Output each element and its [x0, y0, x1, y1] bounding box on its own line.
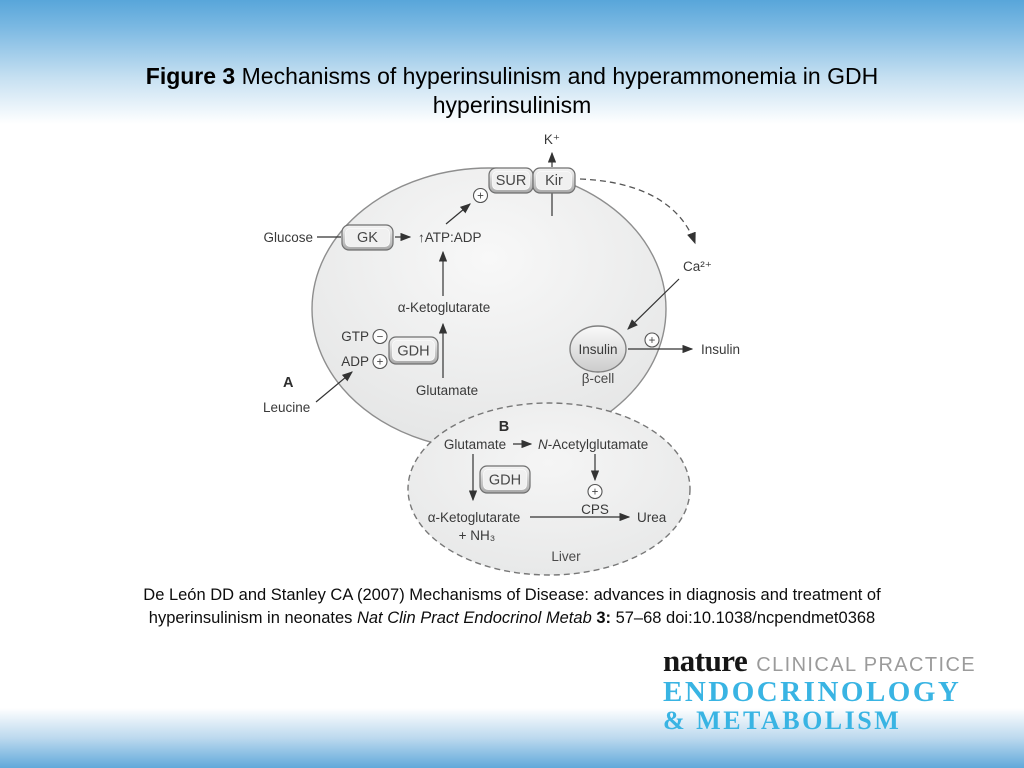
top-gradient-banner	[0, 0, 1024, 132]
slide-title: Figure 3 Mechanisms of hyperinsulinism a…	[0, 62, 1024, 120]
label-glutamate-b: Glutamate	[444, 437, 506, 452]
plus-circle-icon: +	[372, 353, 388, 370]
minus-circle-icon: −	[372, 328, 388, 345]
liver-cell-shape	[407, 402, 691, 576]
label-adp: ADP	[341, 354, 369, 369]
citation: De León DD and Stanley CA (2007) Mechani…	[0, 584, 1024, 629]
label-gk: GK	[357, 230, 378, 246]
label-cps: CPS	[581, 502, 609, 517]
svg-text:+: +	[649, 335, 656, 347]
svg-text:+: +	[377, 357, 384, 369]
kir-ca-dashed-arrow	[579, 178, 696, 245]
bottom-gradient-banner	[0, 708, 1024, 768]
label-alpha-ketoglutarate-a: α-Ketoglutarate	[398, 300, 491, 315]
label-ca-ion: Ca²⁺	[683, 259, 712, 274]
citation-volume: 3:	[596, 608, 611, 627]
label-gdh-b: GDH	[489, 473, 521, 489]
label-glutamate-a: Glutamate	[416, 383, 478, 398]
nature-wordmark: nature	[663, 643, 748, 678]
label-insulin-secreted: Insulin	[701, 342, 740, 357]
gdh-enzyme-box-b: GDH	[479, 465, 531, 494]
label-leucine: Leucine	[263, 400, 310, 415]
label-insulin-granule: Insulin	[578, 342, 617, 357]
label-atp-adp-ratio: ↑ATP:ADP	[418, 230, 482, 245]
plus-circle-icon: +	[472, 187, 489, 204]
clinical-practice-wordmark: CLINICAL PRACTICE	[756, 654, 977, 676]
svg-text:−: −	[377, 332, 384, 344]
panel-a-label: A	[283, 375, 294, 391]
label-liver: Liver	[551, 549, 581, 564]
journal-logo: nature CLINICAL PRACTICE ENDOCRINOLOGY &…	[663, 645, 1023, 734]
journal-name-line2: & METABOLISM	[663, 706, 902, 735]
pathway-diagram: K⁺ SUR Kir + Glucose GK ↑ATP:ADP α-Ketog…	[263, 132, 740, 576]
figure-number: Figure 3	[145, 63, 236, 89]
label-glucose: Glucose	[263, 230, 313, 245]
title-line1: Mechanisms of hyperinsulinism and hypera…	[235, 63, 879, 89]
label-gtp: GTP	[341, 329, 369, 344]
citation-journal: Nat Clin Pract Endocrinol Metab	[356, 608, 597, 627]
svg-text:+: +	[477, 191, 484, 203]
citation-line1: De León DD and Stanley CA (2007) Mechani…	[143, 586, 881, 604]
label-kir: Kir	[545, 173, 563, 189]
atp-sur-arrow	[445, 203, 471, 225]
label-sur: SUR	[496, 173, 527, 189]
ca-insulin-arrow	[627, 278, 680, 330]
gdh-enzyme-box-a: GDH	[388, 336, 439, 365]
label-ammonia: + NH₃	[459, 528, 496, 543]
pathway-figure: K⁺ SUR Kir + Glucose GK ↑ATP:ADP α-Ketog…	[250, 115, 795, 595]
label-urea: Urea	[637, 510, 667, 525]
label-alpha-ketoglutarate-b: α-Ketoglutarate	[428, 510, 521, 525]
kir-channel-box: Kir	[532, 167, 576, 194]
panel-b-label: B	[499, 419, 509, 435]
leucine-adp-arrow	[315, 371, 353, 403]
plus-circle-icon: +	[644, 332, 660, 348]
label-k-ion: K⁺	[544, 132, 560, 147]
title-line2: hyperinsulinism	[432, 92, 592, 118]
label-beta-cell: β-cell	[582, 371, 615, 386]
journal-name-line1: ENDOCRINOLOGY	[663, 676, 962, 708]
citation-line2-plain: hyperinsulinism in neonates	[148, 608, 357, 627]
insulin-granule-shape	[569, 325, 627, 373]
label-n-acetylglutamate: N-Acetylglutamate	[538, 437, 648, 452]
label-gdh-a: GDH	[397, 344, 429, 360]
sur-channel-box: SUR	[488, 167, 534, 194]
gk-enzyme-box: GK	[341, 224, 394, 251]
svg-text:+: +	[592, 487, 599, 499]
plus-circle-icon: +	[587, 483, 603, 500]
citation-pages: 57–68 doi:10.1038/ncpendmet0368	[611, 608, 876, 627]
